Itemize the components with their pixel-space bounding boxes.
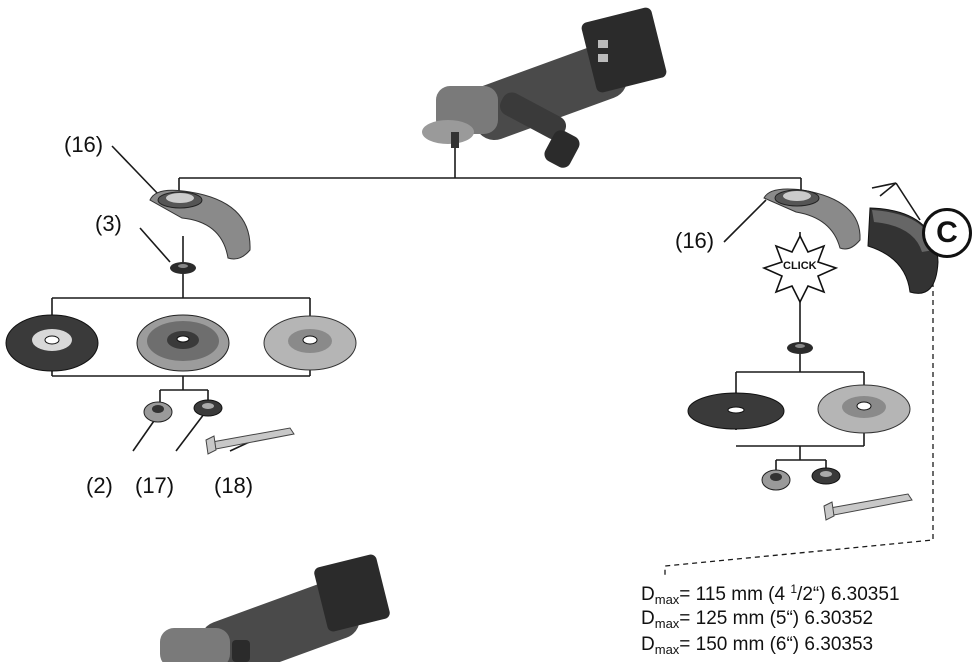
spec-line-150: Dmax= 150 mm (6“) 6.30353 [641, 634, 874, 657]
spec-line-125: Dmax= 125 mm (5“) 6.30352 [641, 608, 874, 631]
connector-lines [51, 145, 921, 470]
badge-c: C [922, 208, 972, 258]
label-spanner: (18) [214, 473, 254, 498]
clamp-nut [143, 401, 173, 423]
quick-nut [193, 399, 223, 417]
cut-off-disc [687, 392, 785, 430]
diamond-disc-right [817, 384, 911, 434]
click-burst [761, 234, 839, 304]
quick-nut-right [811, 467, 841, 485]
spanner-wrench-right [823, 493, 913, 521]
dashed-leader [664, 282, 934, 576]
flap-disc [136, 314, 230, 372]
clamp-nut-right [761, 469, 791, 491]
grinding-disc [5, 314, 99, 372]
label-guard-left: (16) [64, 132, 104, 157]
label-guard-right: (16) [675, 228, 715, 253]
wheel-guard-right [763, 188, 861, 250]
spec-line-115: Dmax= 115 mm (4 1/2“) 6.30351 [641, 582, 900, 607]
spanner-wrench [205, 427, 295, 455]
flange-right [787, 342, 813, 354]
flange-left [170, 262, 196, 274]
angle-grinder-top [422, 7, 667, 168]
diamond-disc-left [263, 315, 357, 371]
click-label: CLICK [783, 260, 817, 272]
cut-off-cover [867, 207, 939, 294]
label-flange: (3) [95, 211, 122, 236]
label-clamp-nut: (2) [86, 473, 113, 498]
label-quick-nut: (17) [135, 473, 175, 498]
wheel-guard-left [149, 189, 251, 260]
angle-grinder-bottom [160, 554, 390, 662]
